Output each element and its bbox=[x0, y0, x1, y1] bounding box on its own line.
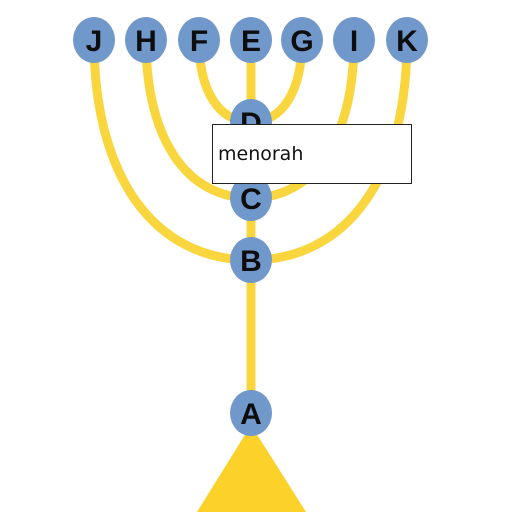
menorah-nodes: JHFEGIKDCBA bbox=[73, 17, 428, 436]
label-textbox[interactable] bbox=[212, 124, 412, 184]
node-h-label: H bbox=[135, 25, 157, 58]
node-f-label: F bbox=[190, 25, 208, 58]
node-h: H bbox=[125, 17, 167, 63]
node-e-circle bbox=[230, 17, 272, 63]
node-k-label: K bbox=[396, 25, 418, 58]
node-b: B bbox=[230, 237, 272, 283]
label-input[interactable] bbox=[213, 125, 411, 183]
node-g-label: G bbox=[290, 25, 313, 58]
node-e: E bbox=[230, 17, 272, 63]
node-b-label: B bbox=[240, 245, 262, 278]
node-a-label: A bbox=[240, 398, 262, 431]
node-k: K bbox=[386, 17, 428, 63]
node-e-label: E bbox=[241, 25, 261, 58]
node-j: J bbox=[73, 17, 115, 63]
node-c-circle bbox=[230, 175, 272, 221]
node-c: C bbox=[230, 175, 272, 221]
node-f: F bbox=[178, 17, 220, 63]
node-j-circle bbox=[73, 17, 115, 63]
node-a-circle bbox=[230, 390, 272, 436]
node-f-circle bbox=[178, 17, 220, 63]
node-j-label: J bbox=[86, 25, 103, 58]
branch-C-H bbox=[141, 35, 256, 203]
branch-B-K bbox=[246, 35, 412, 265]
branch-B-J bbox=[89, 35, 256, 265]
node-c-label: C bbox=[240, 183, 262, 216]
node-b-circle bbox=[230, 237, 272, 283]
node-i-circle bbox=[333, 17, 375, 63]
node-g: G bbox=[281, 17, 323, 63]
node-i-label: I bbox=[350, 25, 358, 58]
node-a: A bbox=[230, 390, 272, 436]
node-h-circle bbox=[125, 17, 167, 63]
menorah-base bbox=[197, 425, 306, 512]
node-k-circle bbox=[386, 17, 428, 63]
node-i: I bbox=[333, 17, 375, 63]
node-g-circle bbox=[281, 17, 323, 63]
